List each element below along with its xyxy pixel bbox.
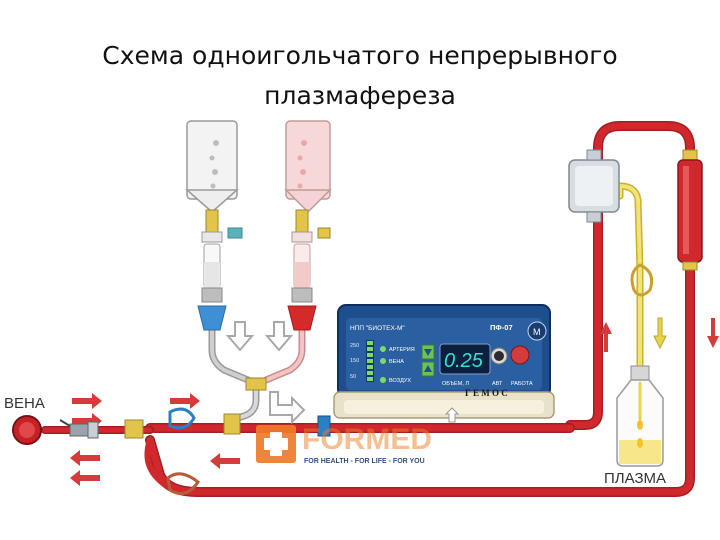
flow-arrows-right [600,317,719,352]
watermark-brand: FORMED [302,423,432,456]
device-model: ПФ-07 [490,323,513,332]
work-button [510,345,530,365]
arrow-out-2 [70,470,100,486]
work-label: РАБОТА [511,381,533,387]
artery-label: АРТЕРИЯ [389,347,415,353]
vein-site [12,415,99,445]
plasma-line [616,182,644,384]
page-title: Схема одноигольчатого непрерывного плазм… [0,36,720,116]
air-label: ВОЗДУХ [389,378,411,384]
title-line-2: плазмафереза [264,81,456,110]
infusion-lines [208,326,306,424]
arrow-in-1 [72,393,102,409]
arrow-out-1 [70,450,100,466]
arrow-out-3 [210,453,240,469]
anticoagulant-bottle [284,120,332,331]
plasma-filter [568,149,620,223]
arrow-in-3 [170,393,200,409]
scale-50: 50 [350,374,356,380]
scale-150: 150 [350,358,359,364]
pump-device: НПП "БИОТЕХ-М" ПФ-07 М 250 150 50 АРТЕРИ… [333,304,555,423]
vein-indicator-label: ВЕНА [389,359,404,365]
flow-arrows-grey [225,321,306,425]
device-brand: Г Е М О С [465,388,508,398]
scale-250: 250 [350,343,359,349]
plasma-bottle [616,365,664,467]
watermark-tagline: FOR HEALTH - FOR LIFE - FOR YOU [304,458,425,465]
saline-bottle [185,120,243,331]
auto-label: АВТ [492,381,503,387]
volume-label: ОБЪЕМ, Л [442,381,469,387]
device-badge: М [533,327,541,337]
title-line-1: Схема одноигольчатого непрерывного [102,41,618,70]
device-maker: НПП "БИОТЕХ-М" [350,325,405,332]
vein-label: ВЕНА [4,395,45,412]
plasma-clamp [630,263,654,297]
device-display: 0.25 [444,350,484,372]
plasma-label: ПЛАЗМА [604,470,666,487]
blood-chamber [677,149,703,271]
y-connector [223,377,267,435]
formed-watermark: FORMED FOR HEALTH - FOR LIFE - FOR YOU [256,423,432,465]
line-clamps [124,407,331,496]
